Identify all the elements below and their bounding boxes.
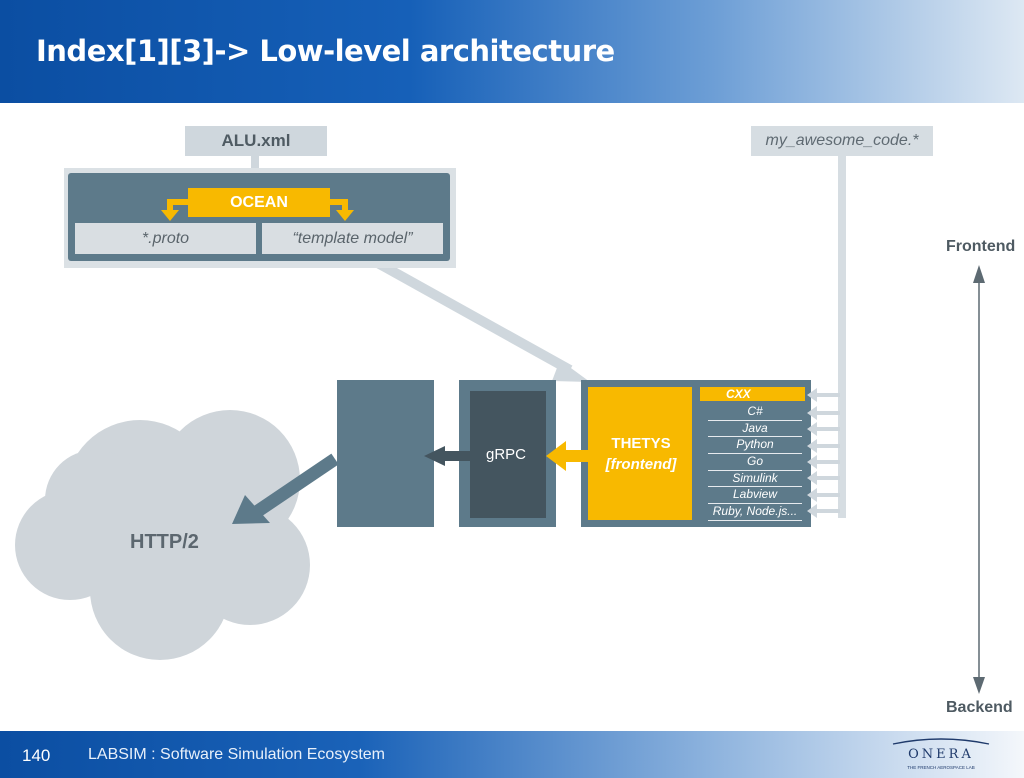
language-item: Ruby, Node.js...	[708, 504, 802, 521]
footer-bar	[0, 731, 1024, 778]
thetys-core	[588, 387, 692, 520]
proto-label: *.proto	[75, 223, 256, 254]
language-item: Python	[708, 437, 802, 455]
code-connector	[838, 156, 846, 518]
language-item: Simulink	[708, 470, 802, 488]
logo-text: ONERA	[908, 747, 974, 762]
grpc-block-inner	[470, 391, 546, 518]
logo-subtext: THE FRENCH AEROSPACE LAB	[907, 765, 974, 770]
language-item: C#	[708, 404, 802, 421]
axis-up-arrow	[973, 265, 985, 283]
http-link	[251, 453, 339, 519]
alu-xml-label: ALU.xml	[185, 126, 327, 156]
template-model-label: “template model”	[262, 223, 443, 254]
language-item: Labview	[708, 487, 802, 505]
grpc-label: gRPC	[486, 446, 527, 463]
language-list: C# Java Python Go Simulink Labview Ruby,…	[708, 404, 802, 521]
slide-title: Index[1][3]-> Low-level architecture	[36, 34, 615, 68]
thetys-sidebar	[692, 398, 708, 520]
template-link	[355, 247, 573, 375]
frontend-label: Frontend	[946, 238, 1016, 255]
language-arrows	[807, 388, 840, 518]
thetys-arrow	[546, 441, 588, 471]
backend-label: Backend	[946, 699, 1013, 716]
thetys-label: THETYS [frontend]	[598, 433, 684, 475]
language-item: Java	[708, 420, 802, 438]
ocean-title: OCEAN	[188, 188, 330, 217]
header-bar	[0, 0, 1024, 103]
http-cloud	[15, 410, 310, 660]
my-code-label: my_awesome_code.*	[751, 126, 933, 156]
footer-text: LABSIM : Software Simulation Ecosystem	[88, 746, 385, 763]
axis-down-arrow	[973, 677, 985, 694]
thetys-subtitle: [frontend]	[605, 456, 677, 473]
onera-logo: ONERA THE FRENCH AEROSPACE LAB	[892, 738, 990, 770]
cxx-language: CXX	[700, 387, 805, 401]
language-item: Go	[708, 454, 802, 471]
alu-connector	[251, 156, 259, 178]
grpc-arrow	[424, 446, 475, 466]
http-arrow-head	[232, 495, 270, 524]
http2-label: HTTP/2	[130, 531, 199, 553]
template-arrow-head	[552, 360, 590, 382]
thetys-title: THETYS	[611, 435, 671, 452]
page-number: 140	[22, 746, 51, 765]
server-block	[337, 380, 434, 527]
